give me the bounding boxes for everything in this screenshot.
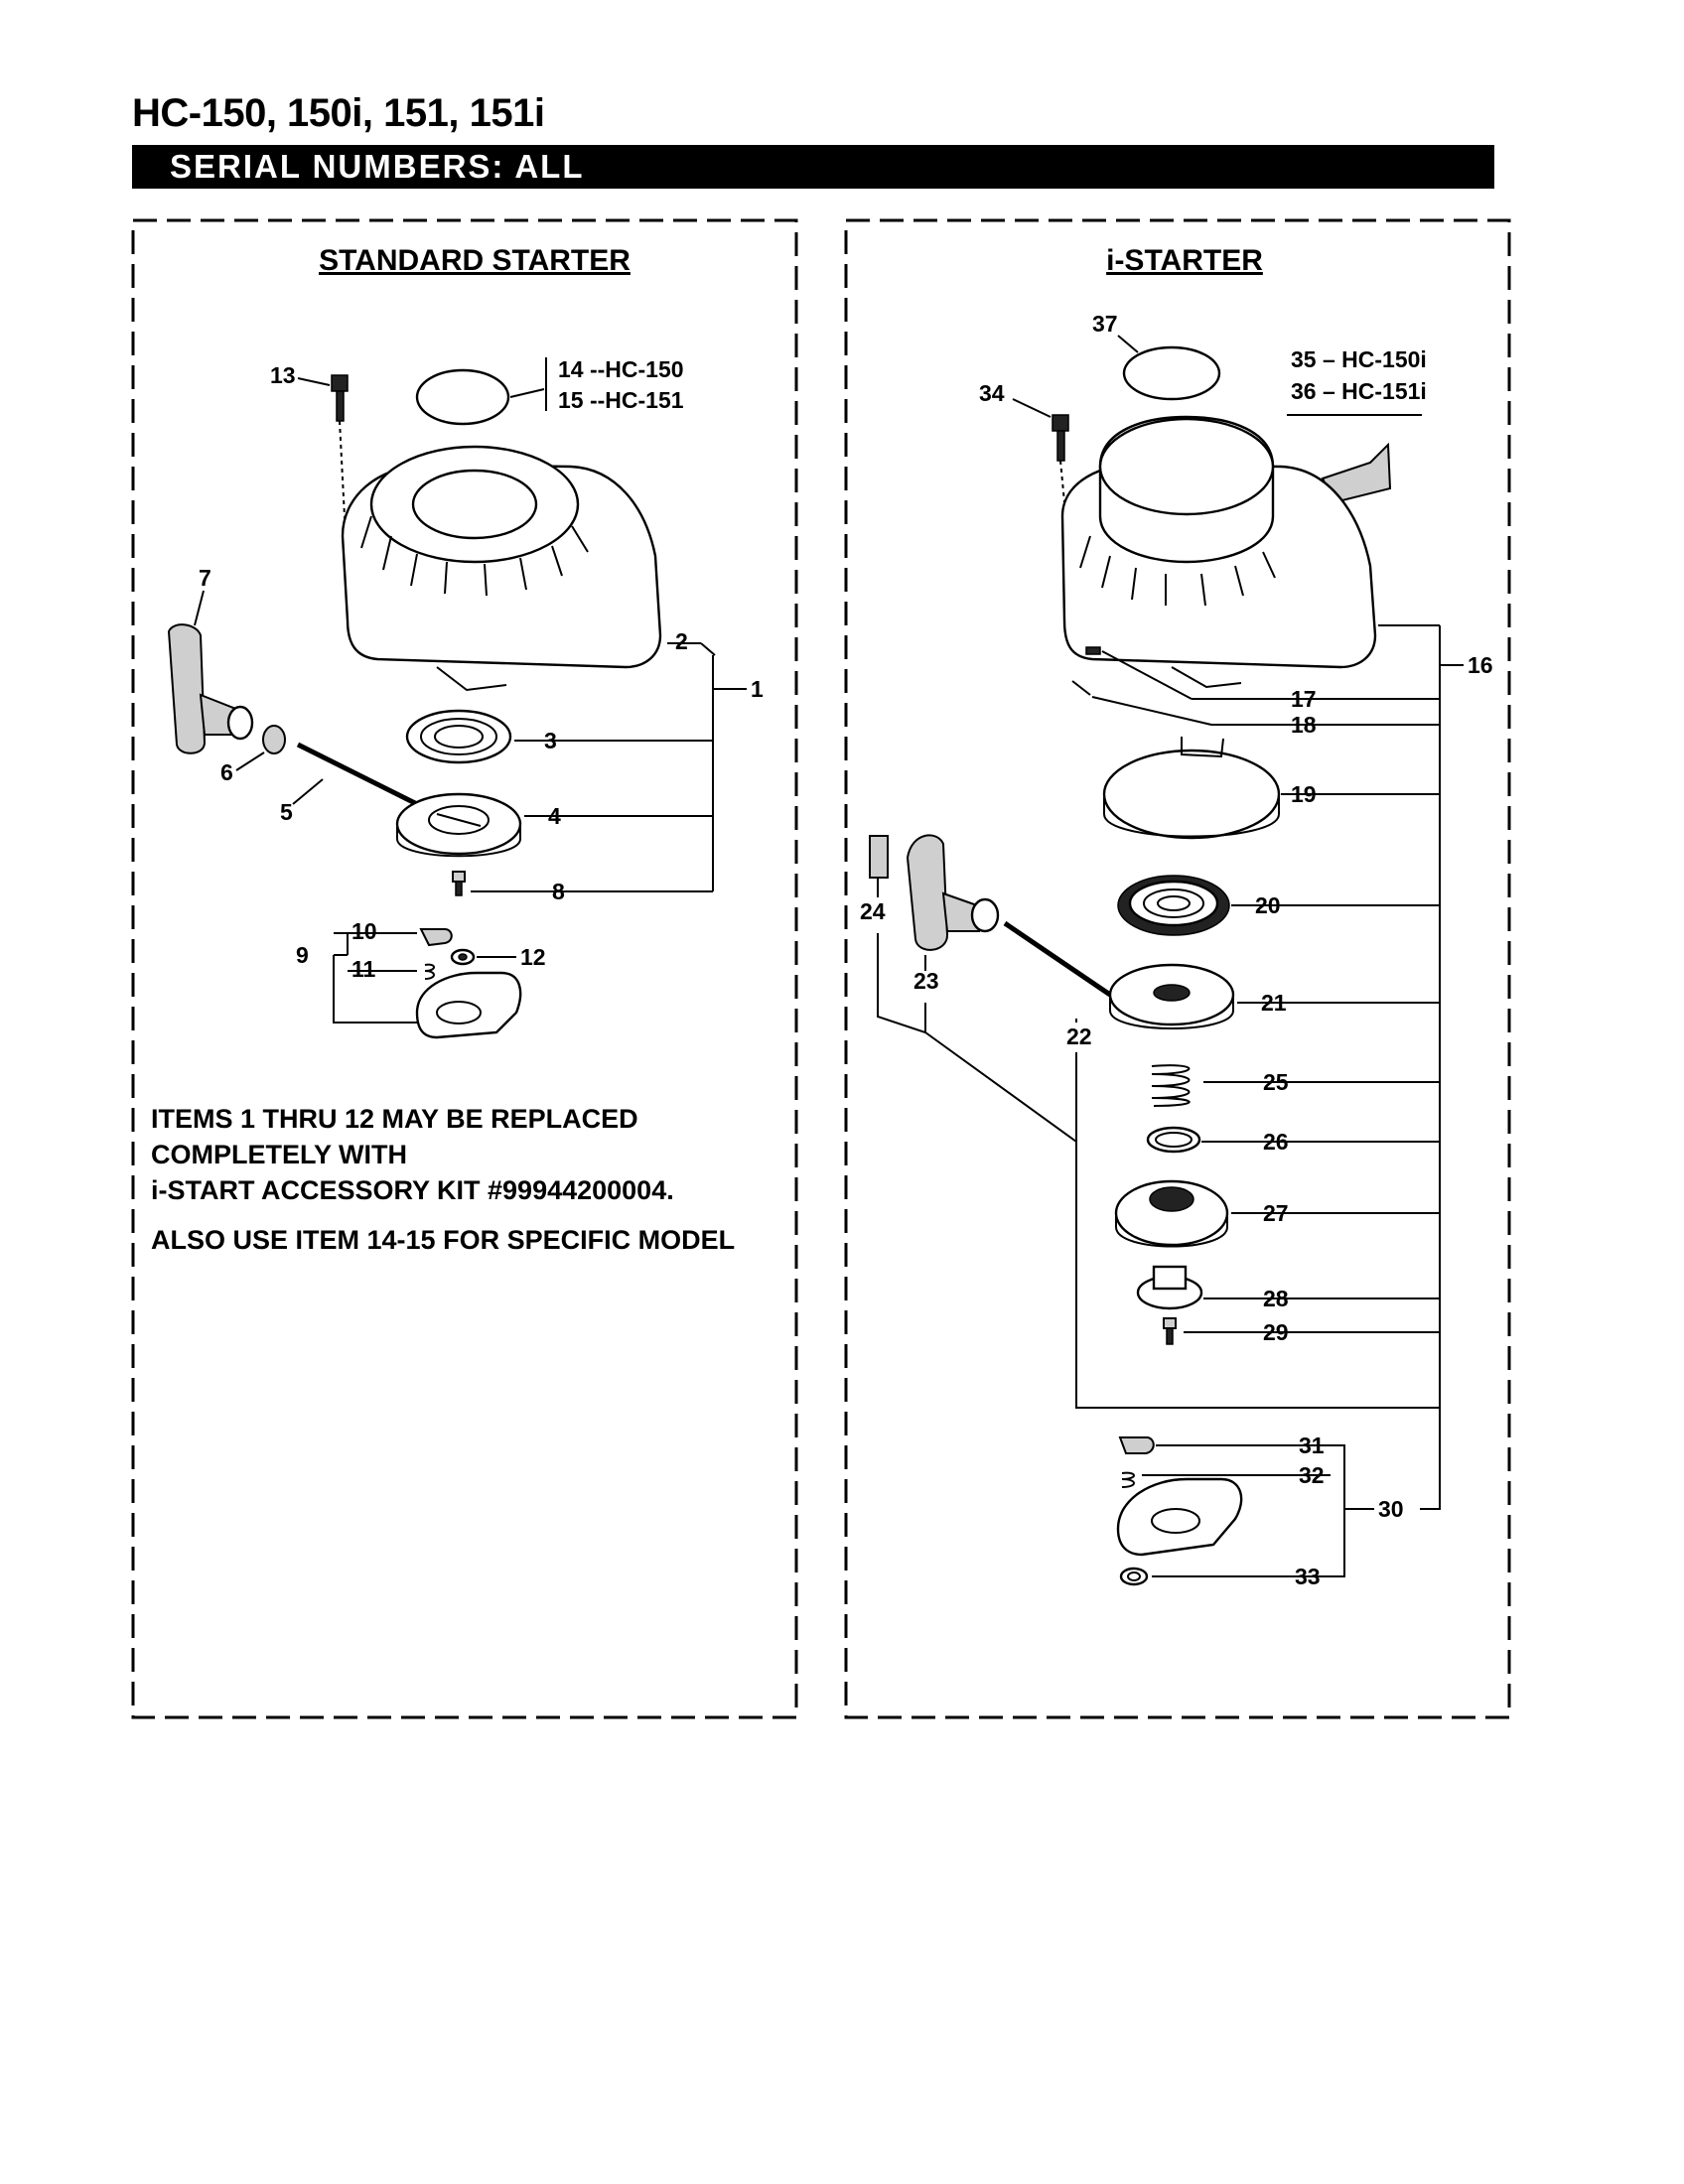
callout-34: 34 <box>979 380 1005 406</box>
note-line-4: ALSO USE ITEM 14-15 FOR SPECIFIC MODEL <box>151 1225 736 1255</box>
i-starter-bolt-part <box>1052 414 1069 503</box>
i-starter-rope-part <box>1003 920 1112 998</box>
i-label-plate-part <box>1122 345 1221 401</box>
callout-4: 4 <box>548 803 561 829</box>
callout-6: 6 <box>220 759 233 785</box>
model-variant-hc150i: 35 – HC-150i <box>1291 346 1427 372</box>
starter-housing-part <box>341 445 662 692</box>
ratchet-housing-part <box>415 971 522 1039</box>
i-pawl-part <box>1085 646 1101 655</box>
callout-26: 26 <box>1263 1129 1289 1155</box>
ratchet-pawl-part <box>419 928 453 947</box>
i-ratchet-pawl-part <box>1118 1436 1155 1454</box>
callout-24: 24 <box>860 898 886 924</box>
callout-3: 3 <box>544 728 557 753</box>
callout-19: 19 <box>1291 781 1317 807</box>
note-line-3: i-START ACCESSORY KIT #99944200004. <box>151 1175 674 1205</box>
i-ratchet-spring-part <box>1121 1471 1135 1488</box>
coil-spring-part <box>1151 1064 1191 1107</box>
model-variant-hc151: 15 --HC-151 <box>558 387 684 413</box>
callout-27: 27 <box>1263 1200 1289 1226</box>
callout-25: 25 <box>1263 1069 1289 1095</box>
i-rope-pulley-part <box>1108 963 1235 1029</box>
callout-10: 10 <box>351 918 377 944</box>
i-starter-housing-part <box>1060 415 1377 689</box>
standard-starter-frame <box>131 218 798 1719</box>
grip-bushing-part <box>262 725 286 754</box>
callout-1: 1 <box>751 676 764 702</box>
callout-21: 21 <box>1261 990 1287 1016</box>
ratchet-cover-part <box>1114 1179 1229 1248</box>
starter-bolt-part <box>331 374 349 537</box>
note-line-2: COMPLETELY WITH <box>151 1140 408 1169</box>
callout-29: 29 <box>1263 1319 1289 1345</box>
retainer-clip-part <box>1146 1126 1201 1154</box>
callout-16: 16 <box>1468 652 1493 678</box>
model-variant-hc151i: 36 – HC-151i <box>1291 378 1427 404</box>
callout-31: 31 <box>1299 1433 1325 1458</box>
ratchet-washer-part <box>450 948 476 966</box>
warning-tag-part <box>869 835 889 879</box>
starter-grip-part <box>167 623 254 754</box>
callout-11: 11 <box>351 956 376 982</box>
rope-pulley-part <box>395 792 522 858</box>
page-title: HC-150, 150i, 151, 151i <box>132 91 545 135</box>
standard-starter-title: STANDARD STARTER <box>319 244 631 277</box>
note-line-1: ITEMS 1 THRU 12 MAY BE REPLACED <box>151 1104 638 1134</box>
callout-32: 32 <box>1299 1462 1325 1488</box>
i-starter-grip-part <box>906 834 1000 951</box>
callout-18: 18 <box>1291 712 1317 738</box>
i-ratchet-housing-part <box>1116 1477 1243 1557</box>
spring-case-part <box>1102 737 1281 840</box>
callout-5: 5 <box>280 799 293 825</box>
callout-7: 7 <box>199 565 211 591</box>
pawl-spring-part <box>424 963 435 980</box>
pulley-screw-part <box>452 871 466 896</box>
callout-37: 37 <box>1092 311 1118 337</box>
model-variant-hc150: 14 --HC-150 <box>558 356 684 382</box>
callout-9: 9 <box>296 942 309 968</box>
callout-17: 17 <box>1291 686 1317 712</box>
spiral-spring-part <box>1117 875 1230 936</box>
recoil-spring-part <box>405 709 512 764</box>
label-plate-part <box>415 368 510 426</box>
callout-12: 12 <box>520 944 546 970</box>
callout-2: 2 <box>675 628 688 654</box>
i-ratchet-washer-part <box>1119 1567 1149 1586</box>
callout-33: 33 <box>1295 1564 1321 1589</box>
hub-screw-part <box>1163 1317 1177 1345</box>
drive-hub-part <box>1136 1265 1203 1310</box>
starter-rope-part <box>296 742 419 807</box>
callout-20: 20 <box>1255 892 1281 918</box>
callout-13: 13 <box>270 362 296 388</box>
callout-8: 8 <box>552 879 565 904</box>
callout-22: 22 <box>1066 1024 1092 1049</box>
serial-numbers-banner: SERIAL NUMBERS: ALL <box>132 145 1494 189</box>
callout-28: 28 <box>1263 1286 1289 1311</box>
i-starter-title: i-STARTER <box>1106 244 1263 277</box>
callout-30: 30 <box>1378 1496 1404 1522</box>
i-pawl-spring-part <box>1071 680 1091 696</box>
callout-23: 23 <box>913 968 939 994</box>
